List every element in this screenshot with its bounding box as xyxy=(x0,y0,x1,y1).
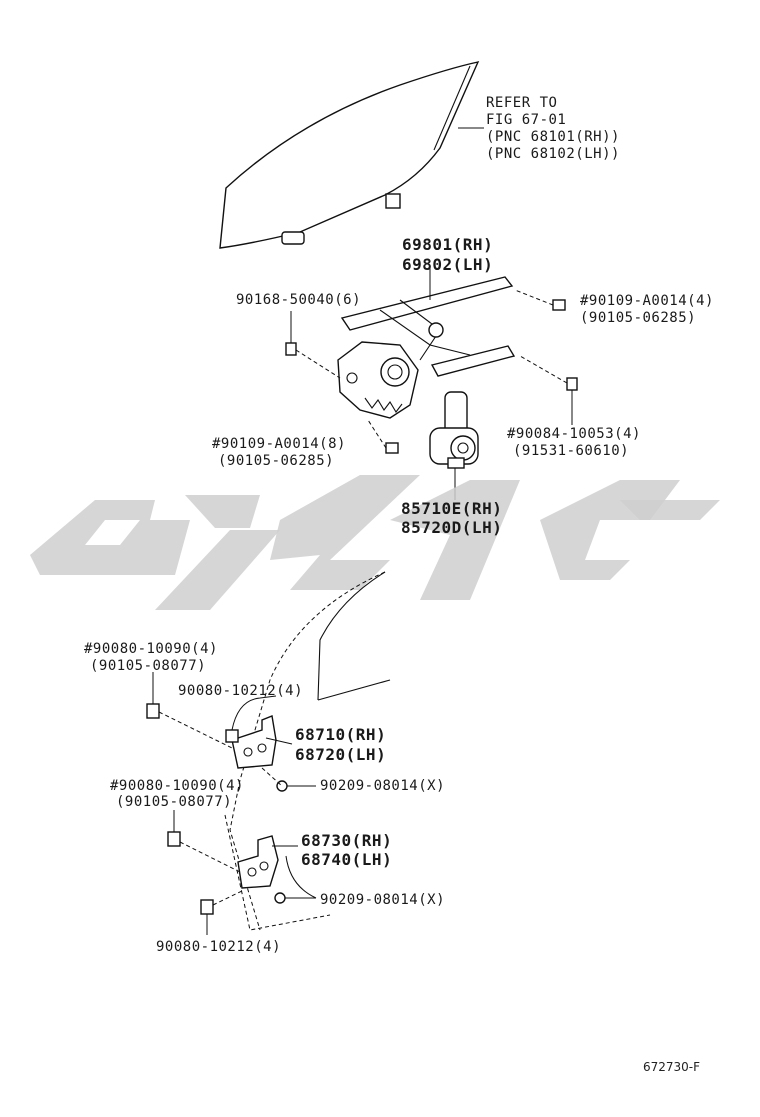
hinge-lower-bolt2-label: 90080-10212(4) xyxy=(156,939,281,955)
hinge-upper-bolt-sub-label: (90105-08077) xyxy=(90,658,206,674)
bolt-motor-label: #90109-A0014(8) xyxy=(212,436,346,452)
upper-hinge xyxy=(146,672,316,792)
hinge-upper-label-rh: 68710(RH) xyxy=(295,725,386,744)
door-frame xyxy=(224,571,391,931)
regulator-label-rh: 69801(RH) xyxy=(402,235,493,254)
hinge-lower-bolt-sub-label: (90105-08077) xyxy=(116,794,232,810)
regulator-gear xyxy=(337,341,419,419)
washer-upper-label: 90209-08014(X) xyxy=(320,778,445,794)
refer-line-1: REFER TO xyxy=(486,95,557,111)
refer-line-4: (PNC 68102(LH)) xyxy=(486,146,620,162)
hinge-upper-bolt-label: #90080-10090(4) xyxy=(84,641,218,657)
bolt-motor-sub-label: (90105-06285) xyxy=(218,453,334,469)
motor-label-rh: 85710E(RH) xyxy=(401,499,502,518)
refer-line-2: FIG 67-01 xyxy=(486,112,566,128)
bolt-right-label: #90109-A0014(4) xyxy=(580,293,714,309)
bolt-icon xyxy=(285,289,578,454)
hinge-lower-label-rh: 68730(RH) xyxy=(301,831,392,850)
washer-lower-label: 90209-08014(X) xyxy=(320,892,445,908)
hinge-upper-bolt2-label: 90080-10212(4) xyxy=(178,683,303,699)
hinge-lower-label-lh: 68740(LH) xyxy=(301,850,392,869)
refer-note: REFER TO FIG 67-01 (PNC 68101(RH)) (PNC … xyxy=(486,95,620,162)
bolt-rear-sub-label: (91531-60610) xyxy=(513,443,629,459)
bolt-right-sub-label: (90105-06285) xyxy=(580,310,696,326)
figure-reference: 672730-F xyxy=(643,1060,700,1074)
regulator-label-lh: 69802(LH) xyxy=(402,255,493,274)
bolt-rear-label: #90084-10053(4) xyxy=(507,426,641,442)
door-glass xyxy=(219,61,484,249)
bolt-left-label: 90168-50040(6) xyxy=(236,292,361,308)
window-motor xyxy=(429,391,479,500)
watermark-logo xyxy=(30,475,720,610)
window-regulator xyxy=(340,268,516,377)
refer-line-3: (PNC 68101(RH)) xyxy=(486,129,620,145)
lower-hinge xyxy=(167,810,317,935)
hinge-lower-bolt-label: #90080-10090(4) xyxy=(110,778,244,794)
hinge-upper-label-lh: 68720(LH) xyxy=(295,745,386,764)
motor-label-lh: 85720D(LH) xyxy=(401,518,502,537)
